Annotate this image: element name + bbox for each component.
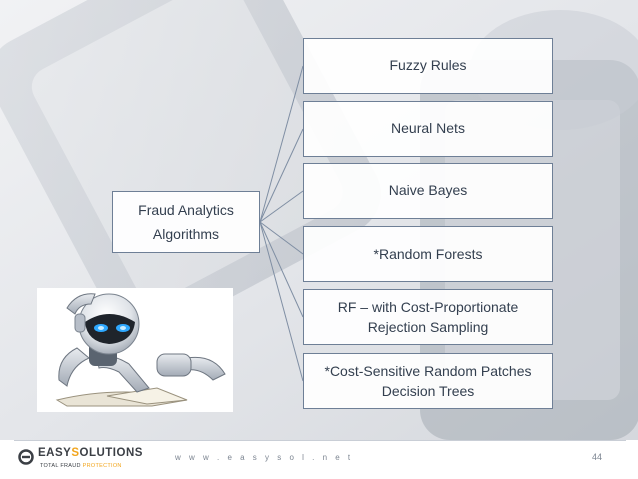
logo-wordmark-post: OLUTIONS [80, 447, 143, 459]
leaf-node-label-line1: RF – with Cost-Proportionate [338, 297, 519, 317]
logo-tagline-pre: TOTAL FRAUD [40, 463, 83, 469]
robot-reading-book-image [37, 288, 233, 412]
leaf-node-label: Neural Nets [391, 118, 465, 138]
leaf-node-naive-bayes: Naive Bayes [303, 163, 553, 219]
leaf-node-cost-sensitive-random-patches: *Cost-Sensitive Random Patches Decision … [303, 353, 553, 409]
logo-wordmark: EASYSOLUTIONS [38, 447, 143, 459]
leaf-node-label: Naive Bayes [389, 180, 468, 200]
leaf-node-rf-cost-proportionate: RF – with Cost-Proportionate Rejection S… [303, 289, 553, 345]
footer-divider [14, 440, 626, 441]
root-node-line1: Fraud Analytics [138, 198, 234, 222]
leaf-node-random-forests: *Random Forests [303, 226, 553, 282]
leaf-node-label-line1: *Cost-Sensitive Random Patches [325, 361, 532, 381]
leaf-node-fuzzy-rules: Fuzzy Rules [303, 38, 553, 94]
logo-wordmark-pre: EASY [38, 447, 71, 459]
leaf-node-label: Fuzzy Rules [389, 55, 466, 75]
logo-tagline-accent: PROTECTION [83, 463, 122, 469]
leaf-node-label: *Random Forests [374, 244, 483, 264]
root-node-line2: Algorithms [153, 222, 219, 246]
root-node-fraud-analytics: Fraud Analytics Algorithms [112, 191, 260, 253]
leaf-node-label-line2: Decision Trees [382, 381, 475, 401]
page-number: 44 [592, 452, 602, 462]
leaf-node-neural-nets: Neural Nets [303, 101, 553, 157]
footer-url[interactable]: w w w . e a s y s o l . n e t [175, 453, 353, 462]
logo-wordmark-accent: S [71, 447, 79, 459]
easysolutions-logo-mark-icon [18, 449, 34, 465]
easysolutions-logo: EASYSOLUTIONS TOTAL FRAUD PROTECTION [16, 447, 156, 473]
logo-tagline: TOTAL FRAUD PROTECTION [40, 463, 122, 469]
leaf-node-label-line2: Rejection Sampling [368, 317, 489, 337]
